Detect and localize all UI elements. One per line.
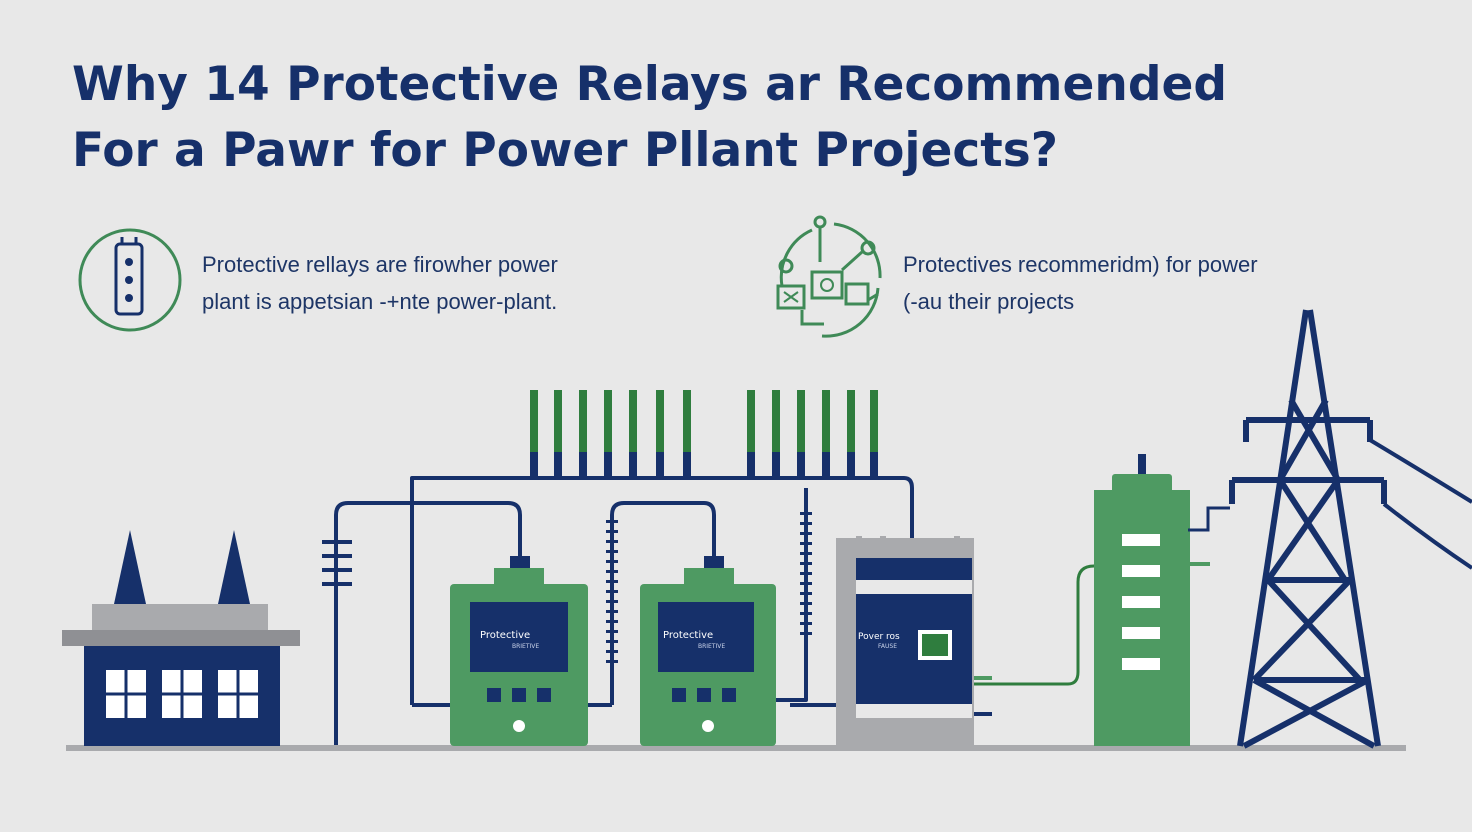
title-line-1: Why 14 Protective Relays ar Recommended <box>72 57 1227 112</box>
feature-recommended-text: Protectives recommeridm) for power (-au … <box>903 246 1258 320</box>
feature-recommended: Protectives recommeridm) for power (-au … <box>772 214 1372 344</box>
transformer-tower <box>1094 454 1230 746</box>
feature-relays-line-2: plant is appetsian -+nte power-plant. <box>202 289 558 314</box>
relay-bank-left <box>530 390 691 478</box>
controller-cabinet: Pover ros FAUSE <box>836 536 992 746</box>
relay-1-label: Protective <box>480 630 530 641</box>
insulator-right <box>800 512 812 635</box>
controller-sublabel: FAUSE <box>878 643 897 650</box>
controller-label: Pover ros <box>858 632 900 642</box>
feature-relays: Protective rellays are firowher power pl… <box>78 228 678 338</box>
protective-relay-2: Protective BRIETIVE <box>640 556 776 746</box>
power-plant-building <box>62 530 300 746</box>
insulator-mid <box>606 520 618 663</box>
relay-2-label: Protective <box>663 630 713 641</box>
insulator-left <box>322 540 352 586</box>
relay-2-sublabel: BRIETIVE <box>698 643 725 650</box>
ground-line <box>66 745 1406 751</box>
transformer-cable <box>974 564 1095 686</box>
title-line-2: For a Pawr for Power Pllant Projects? <box>72 123 1058 178</box>
transmission-tower <box>1229 309 1387 749</box>
feature-relays-text: Protective rellays are firowher power pl… <box>202 246 558 320</box>
wiring <box>334 476 914 745</box>
feature-recommended-line-2: (-au their projects <box>903 289 1075 314</box>
protective-relay-1: Protective BRIETIVE <box>450 556 588 746</box>
power-lines <box>1368 438 1472 570</box>
gear-network-icon <box>776 215 882 338</box>
page-title: Why 14 Protective Relays ar Recommended … <box>72 52 1412 184</box>
relay-1-sublabel: BRIETIVE <box>512 643 539 650</box>
feature-recommended-line-1: Protectives recommeridm) for power <box>903 252 1258 277</box>
relay-icon <box>78 228 182 332</box>
feature-relays-line-1: Protective rellays are firowher power <box>202 252 558 277</box>
relay-bank-right <box>747 390 878 478</box>
